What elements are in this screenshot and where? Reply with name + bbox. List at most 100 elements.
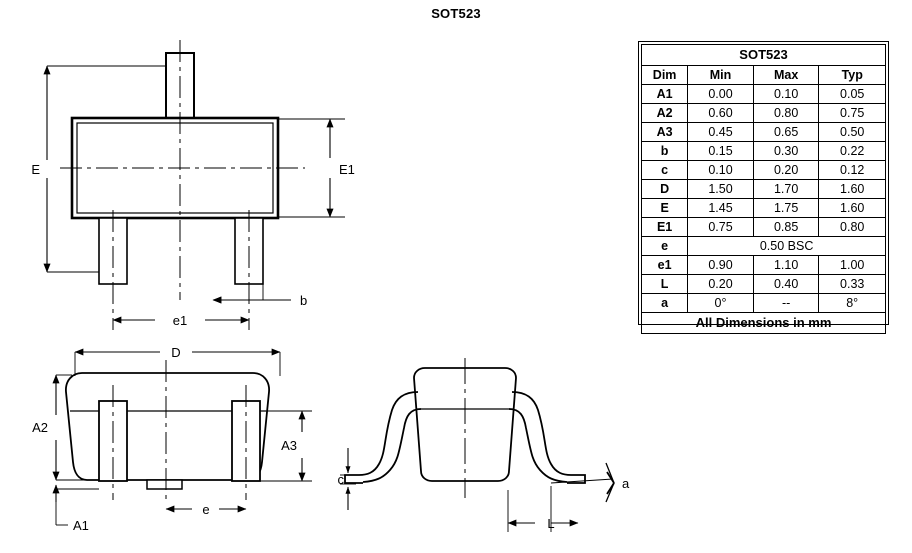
cell-typ: 0.75	[818, 103, 886, 123]
cell-dim: A3	[640, 122, 689, 142]
cell-dim: a	[640, 293, 689, 313]
label-A1: A1	[73, 518, 89, 533]
table-row: E1 0.75 0.85 0.80	[640, 217, 886, 237]
cell-min: 0.15	[687, 141, 754, 161]
cell-max: 0.40	[752, 274, 820, 294]
header-dim: Dim	[640, 65, 689, 85]
table-footer-row: All Dimensions in mm	[641, 312, 886, 334]
dimension-A3: A3	[260, 410, 312, 482]
side-view-centerlines	[112, 360, 247, 500]
cell-max: 0.20	[752, 160, 820, 180]
table-row: A3 0.45 0.65 0.50	[640, 122, 886, 142]
cell-dim: A1	[640, 84, 689, 104]
header-max: Max	[752, 65, 820, 85]
cell-min: 0.10	[687, 160, 754, 180]
cell-dim: e	[640, 236, 689, 256]
table-row: L 0.20 0.40 0.33	[640, 274, 886, 294]
cell-max: 1.70	[752, 179, 820, 199]
dimension-c: c	[338, 448, 356, 510]
table-row: D 1.50 1.70 1.60	[640, 179, 886, 199]
cell-typ: 0.12	[818, 160, 886, 180]
dimension-e: e	[165, 502, 247, 517]
table-row: e 0.50 BSC	[640, 236, 886, 256]
cell-max: 0.80	[752, 103, 820, 123]
cell-typ: 1.60	[818, 179, 886, 199]
dimension-A1: A1	[52, 484, 99, 533]
dimension-table: SOT523 Dim Min Max Typ A1 0.00 0.10 0.05…	[640, 44, 886, 334]
cell-dim: E	[640, 198, 689, 218]
cell-min: 0.20	[687, 274, 754, 294]
end-view-lead-right	[508, 391, 586, 484]
cell-max: 1.75	[752, 198, 820, 218]
dimension-b: b	[212, 284, 307, 308]
end-view-body	[413, 367, 517, 482]
dimension-L: L	[507, 486, 579, 532]
cell-dim: c	[640, 160, 689, 180]
dimension-table-container: SOT523 Dim Min Max Typ A1 0.00 0.10 0.05…	[640, 44, 886, 334]
table-row: c 0.10 0.20 0.12	[640, 160, 886, 180]
cell-span: 0.50 BSC	[687, 236, 886, 256]
label-A3: A3	[281, 438, 297, 453]
cell-min: 1.45	[687, 198, 754, 218]
cell-max: 0.30	[752, 141, 820, 161]
cell-typ: 1.00	[818, 255, 886, 275]
cell-max: 0.10	[752, 84, 820, 104]
page-title: SOT523	[431, 6, 481, 21]
label-D: D	[171, 345, 180, 360]
table-row: b 0.15 0.30 0.22	[640, 141, 886, 161]
label-c: c	[338, 472, 345, 487]
dimension-a: a	[550, 462, 630, 503]
table-title: SOT523	[641, 44, 886, 66]
cell-dim: D	[640, 179, 689, 199]
table-title-row: SOT523	[641, 44, 886, 66]
cell-min: 1.50	[687, 179, 754, 199]
top-view: E E1 e1 b	[31, 40, 355, 330]
cell-typ: 0.33	[818, 274, 886, 294]
table-row: A1 0.00 0.10 0.05	[640, 84, 886, 104]
label-E: E	[31, 162, 40, 177]
cell-typ: 0.50	[818, 122, 886, 142]
table-header-row: Dim Min Max Typ	[640, 65, 886, 85]
cell-typ: 0.22	[818, 141, 886, 161]
cell-min: 0.75	[687, 217, 754, 237]
cell-max: 0.65	[752, 122, 820, 142]
dimension-e1: e1	[112, 313, 250, 328]
side-view: D A2 A1	[32, 345, 312, 533]
top-view-centerlines	[60, 40, 305, 330]
label-e: e	[202, 502, 209, 517]
cell-typ: 1.60	[818, 198, 886, 218]
side-view-center-tab	[146, 479, 183, 490]
cell-max: 0.85	[752, 217, 820, 237]
label-L: L	[547, 516, 554, 531]
dimension-D: D	[74, 345, 281, 376]
header-min: Min	[687, 65, 754, 85]
cell-typ: 0.80	[818, 217, 886, 237]
header-typ: Typ	[818, 65, 886, 85]
cell-typ: 0.05	[818, 84, 886, 104]
dimension-E1: E1	[278, 118, 355, 218]
table-row: A2 0.60 0.80 0.75	[640, 103, 886, 123]
cell-dim: L	[640, 274, 689, 294]
cell-max: --	[752, 293, 820, 313]
label-E1: E1	[339, 162, 355, 177]
table-row: e1 0.90 1.10 1.00	[640, 255, 886, 275]
table-footer: All Dimensions in mm	[641, 312, 886, 334]
cell-min: 0.90	[687, 255, 754, 275]
table-row: E 1.45 1.75 1.60	[640, 198, 886, 218]
cell-min: 0.45	[687, 122, 754, 142]
dimension-A2: A2	[32, 374, 99, 481]
label-e1: e1	[173, 313, 187, 328]
cell-typ: 8°	[818, 293, 886, 313]
cell-dim: E1	[640, 217, 689, 237]
cell-max: 1.10	[752, 255, 820, 275]
label-a: a	[622, 476, 630, 491]
cell-min: 0.60	[687, 103, 754, 123]
dimension-E: E	[31, 65, 166, 273]
label-b: b	[300, 293, 307, 308]
end-view: c L a	[338, 358, 630, 532]
end-view-lead-left	[344, 391, 422, 484]
cell-min: 0°	[687, 293, 754, 313]
cell-dim: b	[640, 141, 689, 161]
